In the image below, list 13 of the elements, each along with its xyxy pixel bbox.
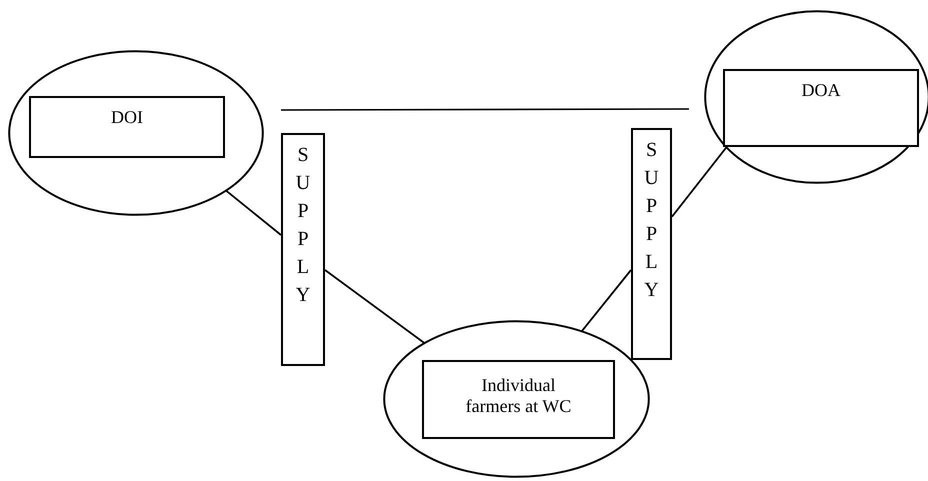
label-box: Individual farmers at WC [422,360,615,439]
label-box: DOA [723,69,919,147]
label-box: DOI [29,96,225,158]
connector-line [225,190,282,236]
supply-bar [631,128,672,360]
vertical-text: SUPPLY [294,143,312,308]
connector-line [324,269,426,344]
oval-shape [8,50,264,216]
supply-bar [281,133,325,366]
connector-line [581,269,632,332]
vertical-text: SUPPLY [643,138,660,303]
oval-shape [383,320,650,478]
connector-line [671,146,728,218]
